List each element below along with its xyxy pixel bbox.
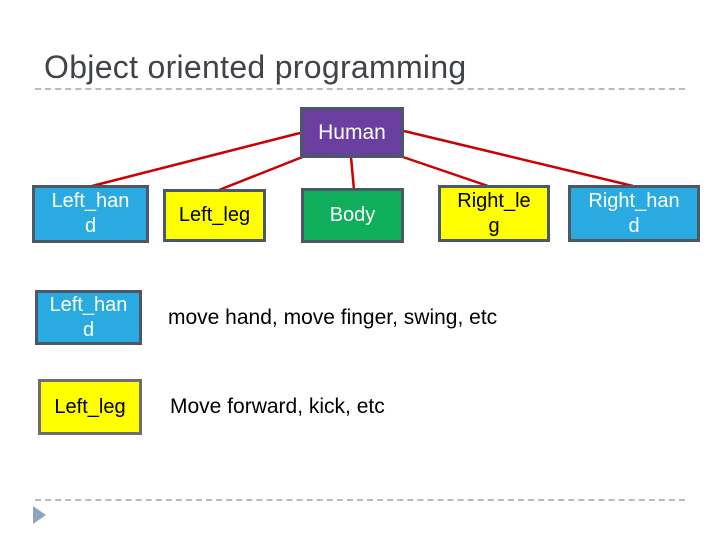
class-box-label: Human [318, 121, 386, 144]
title-divider [35, 88, 685, 90]
class-box-label: Left_han [51, 190, 130, 212]
method-box-left-leg: Left_leg [38, 379, 142, 435]
class-box-label: d [628, 214, 640, 237]
class-box-right-hand: Right_han d [568, 185, 700, 242]
connector-human-left-hand [91, 131, 301, 188]
method-description-left-hand: move hand, move finger, swing, etc [168, 305, 498, 329]
connector-human-left-leg [218, 154, 306, 192]
connector-human-right-hand [403, 129, 634, 188]
class-box-human: Human [300, 107, 404, 158]
page-title: Object oriented programming [44, 49, 467, 85]
connector-human-right-leg [399, 154, 489, 188]
class-box-label: d [84, 215, 97, 237]
class-box-left-hand: Left_han d [32, 185, 149, 243]
class-box-label: Body [329, 204, 376, 226]
class-box-label: Right_le [457, 189, 531, 212]
class-box-label: Left_leg [178, 204, 251, 226]
method-description-left-leg: Move forward, kick, etc [170, 395, 385, 418]
class-box-left-leg: Left_leg [163, 189, 266, 242]
class-box-label: g [488, 214, 500, 237]
class-box-label: Right_han [588, 189, 680, 212]
next-slide-arrow-icon [33, 506, 46, 524]
class-box-label: Left_leg [54, 395, 126, 418]
class-box-right-leg: Right_le g [438, 185, 550, 242]
class-box-body: Body [301, 188, 404, 243]
class-box-label: Left_han [49, 294, 128, 316]
method-box-left-hand: Left_han d [35, 290, 142, 345]
class-box-label: d [82, 318, 95, 341]
connector-human-body [349, 156, 356, 191]
footer-divider [35, 499, 685, 501]
